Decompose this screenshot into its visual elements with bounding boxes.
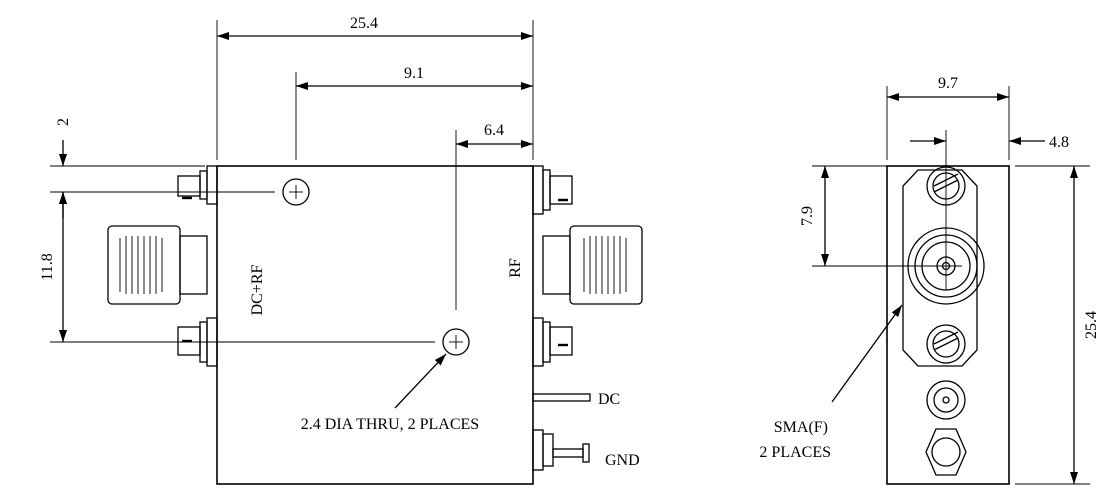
dc-feedthrough-end — [926, 380, 966, 420]
pin-label-dc: DC — [598, 391, 620, 408]
side-view: 9.7 4.8 7.9 25.4 SMA(F) 2 PLACES — [759, 75, 1100, 485]
right-sma-connector — [532, 165, 643, 367]
left-sma-connector — [107, 165, 218, 367]
gnd-pin — [532, 429, 590, 471]
front-view: 25.4 9.1 6.4 2 11.8 DC+RF RF DC GND 2.4 … — [39, 15, 643, 485]
dim-hole2-to-edge: 6.4 — [484, 122, 504, 139]
pin-label-gnd: GND — [605, 452, 640, 469]
hole-note-leader — [394, 353, 447, 409]
bottom-screw — [926, 324, 966, 364]
sma-note-line2: 2 PLACES — [759, 444, 831, 461]
port-label-rf: RF — [507, 258, 524, 278]
gnd-hex-nut — [925, 428, 967, 476]
sma-note-leader — [831, 304, 903, 403]
module-body — [216, 165, 534, 485]
dim-hole-spacing: 11.8 — [39, 253, 56, 280]
dim-overall-width: 25.4 — [350, 15, 378, 32]
dim-connector-height: 7.9 — [799, 206, 816, 226]
dim-side-width: 9.7 — [938, 75, 958, 92]
dim-center-offset: 4.8 — [1049, 134, 1069, 151]
hole-note: 2.4 DIA THRU, 2 PLACES — [301, 416, 479, 433]
port-label-dc-rf: DC+RF — [249, 264, 266, 315]
dim-side-overall-height: 25.4 — [1083, 311, 1100, 339]
dim-hole-to-edge: 9.1 — [404, 65, 424, 82]
sma-note-line1: SMA(F) — [774, 419, 828, 436]
mounting-hole-2 — [442, 328, 470, 356]
dc-pin — [532, 393, 591, 402]
dim-top-offset: 2 — [55, 118, 72, 126]
mounting-hole-1 — [282, 178, 310, 206]
sma-flange — [902, 169, 978, 367]
